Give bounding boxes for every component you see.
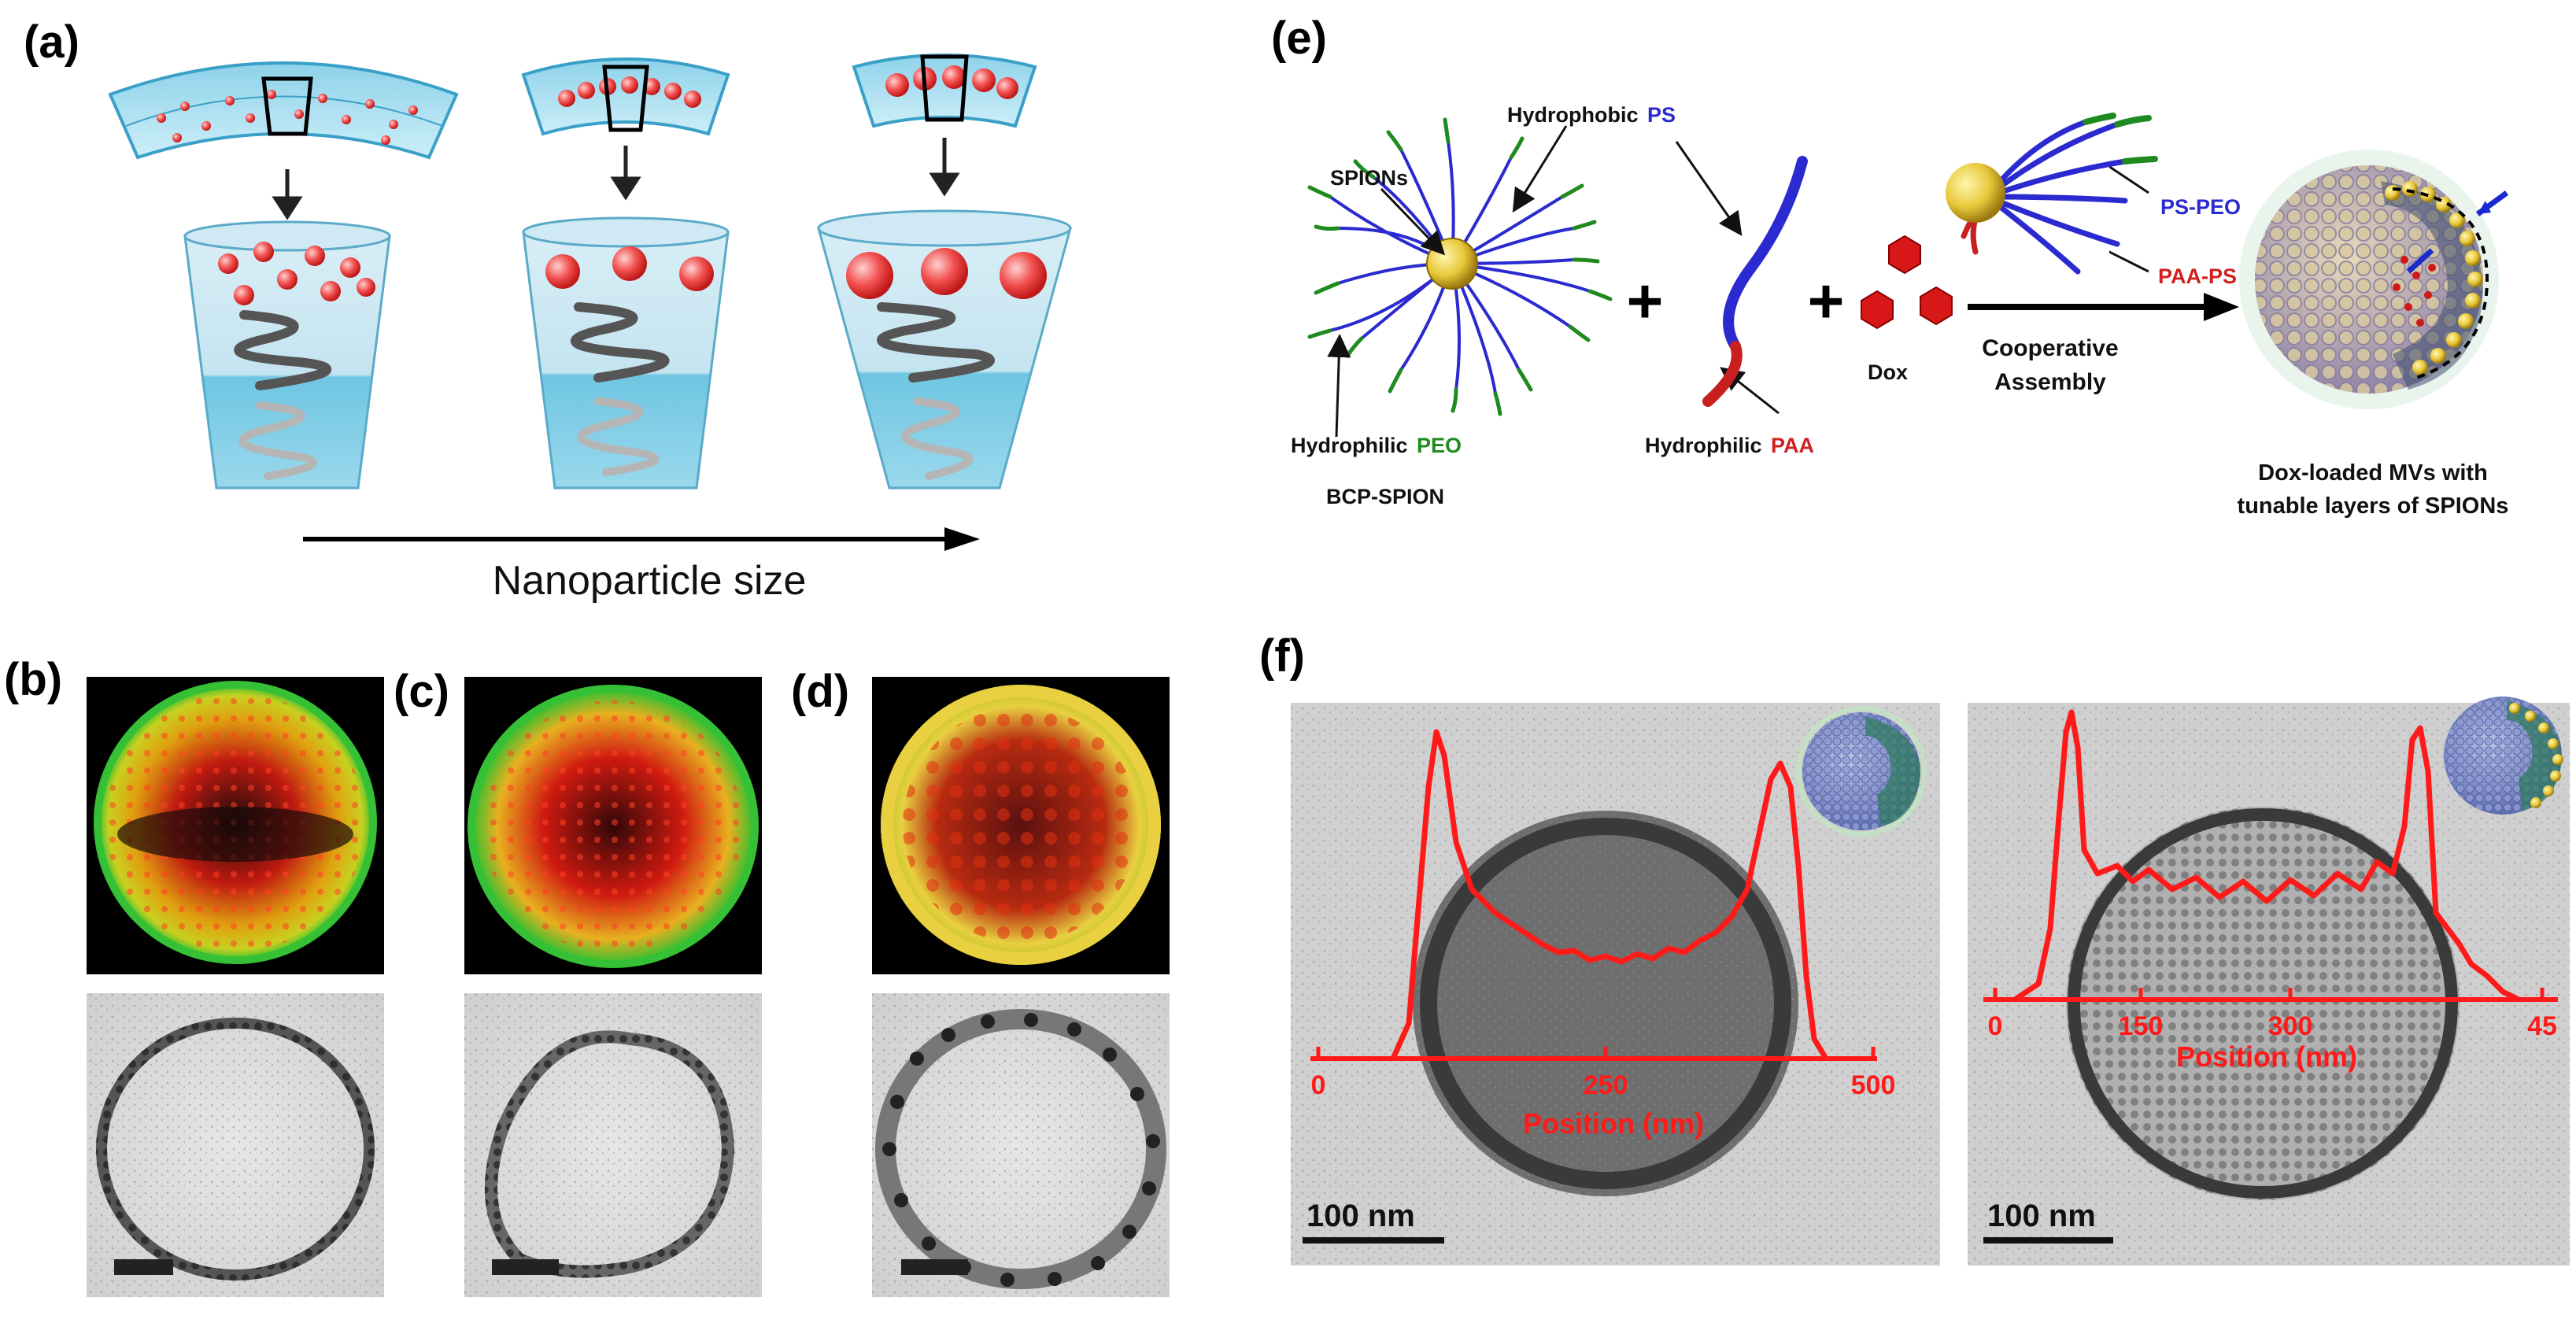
label-dox: Dox <box>1868 360 1908 384</box>
label-result-1: Dox-loaded MVs with <box>2258 460 2488 486</box>
dox-loaded-vesicle <box>2239 150 2509 409</box>
label-hydrophilic-2: Hydrophilic <box>1645 434 1762 457</box>
label-hydrophilic-1: Hydrophilic <box>1291 434 1408 457</box>
panel-b-images <box>87 677 384 1297</box>
cone-2 <box>522 216 730 490</box>
plus-sign-2: + <box>1808 266 1845 336</box>
shell-particles-d <box>882 1013 1160 1287</box>
tick-right-0: 0 <box>1988 1011 2003 1041</box>
profile-left: 0 250 500 Position (nm) <box>1310 729 1896 1140</box>
panel-e: + + <box>1307 113 2509 438</box>
membrane-arc-1 <box>108 61 459 160</box>
tick-right-1: 150 <box>2119 1011 2164 1041</box>
label-cooperative: Cooperative <box>1982 335 2118 361</box>
panel-a <box>108 54 1072 551</box>
membrane-arc-3 <box>852 54 1037 128</box>
cone-1 <box>183 220 391 490</box>
panel-d-images <box>872 677 1170 1297</box>
scalebar-left <box>1303 1237 1444 1244</box>
size-arrow <box>303 527 980 551</box>
label-ps-peo: PS-PEO <box>2160 195 2241 219</box>
xlabel-left: Position (nm) <box>1523 1107 1704 1140</box>
ps-paa-polymer <box>1702 156 1808 407</box>
tick-right-3: 45 <box>2527 1011 2557 1041</box>
panel-c-images <box>464 677 762 1297</box>
down-arrows <box>272 138 960 220</box>
tick-left-2: 500 <box>1851 1070 1896 1100</box>
axis-label-nanoparticle-size: Nanoparticle size <box>493 558 807 604</box>
tick-left-1: 250 <box>1584 1070 1628 1100</box>
label-peo: PEO <box>1417 434 1462 457</box>
scalebar-right <box>1983 1237 2113 1244</box>
profile-right: 0 150 300 45 Position (nm) <box>1983 709 2558 1073</box>
label-ps: PS <box>1647 103 1676 127</box>
panel-label-d: (d) <box>791 666 850 717</box>
label-paa: PAA <box>1771 434 1814 457</box>
panel-label-a: (a) <box>24 17 79 68</box>
label-paa-ps: PAA-PS <box>2158 264 2237 288</box>
label-result-2: tunable layers of SPIONs <box>2238 493 2509 519</box>
label-hydrophobic: Hydrophobic <box>1507 103 1639 127</box>
scalebar-left-label: 100 nm <box>1306 1199 1415 1233</box>
panel-label-c: (c) <box>394 666 449 717</box>
bcp-spion-diagram <box>1307 117 1613 416</box>
label-bcp-spion: BCP-SPION <box>1326 485 1444 508</box>
tick-left-0: 0 <box>1311 1070 1326 1100</box>
scalebar-right-label: 100 nm <box>1987 1199 2096 1233</box>
tick-right-2: 300 <box>2268 1011 2313 1041</box>
panel-label-e: (e) <box>1271 13 1327 64</box>
xlabel-right: Position (nm) <box>2176 1040 2357 1073</box>
plus-sign-1: + <box>1627 266 1664 336</box>
cone-3 <box>817 209 1072 490</box>
panel-label-b: (b) <box>4 654 63 705</box>
panel-label-f: (f) <box>1259 630 1305 682</box>
assembly-inset <box>1946 113 2158 275</box>
panel-f: 0 250 500 Position (nm) 100 nm 0 <box>1291 697 2570 1266</box>
label-spions: SPIONs <box>1330 166 1408 190</box>
label-assembly: Assembly <box>1994 369 2106 395</box>
panel-e-labels: SPIONs Hydrophobic PS Hydrophilic PEO BC… <box>1291 103 2508 519</box>
membrane-arc-2 <box>521 57 730 136</box>
assembly-arrow <box>1968 293 2239 321</box>
dox-molecules <box>1861 235 1953 330</box>
